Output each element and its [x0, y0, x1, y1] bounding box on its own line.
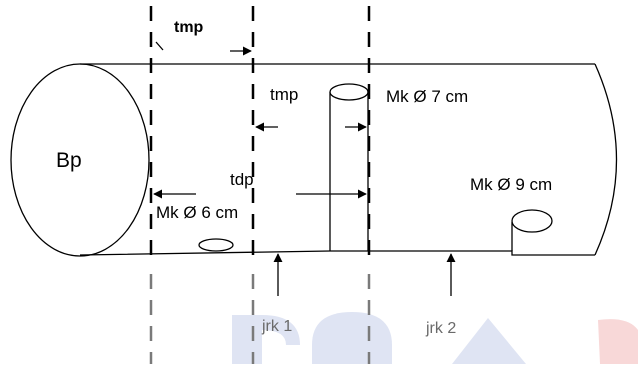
- mk6-ellipse: [198, 238, 234, 252]
- label-tmp-top: tmp: [174, 19, 204, 36]
- tmp-top-left-tick: [155, 41, 164, 51]
- watermark: [232, 312, 638, 364]
- pipe-body: [10, 63, 618, 257]
- riser-pipe: [329, 92, 369, 251]
- pipe-bottom-line: [79, 250, 595, 256]
- dashed-guides: [149, 6, 371, 364]
- label-tdp: tdp: [230, 170, 254, 189]
- dimension-arrows: [153, 41, 456, 296]
- label-jrk1: jrk 1: [261, 318, 292, 335]
- label-mk6: Mk Ø 6 cm: [156, 203, 238, 222]
- label-mk7: Mk Ø 7 cm: [386, 87, 468, 106]
- right-end-arc: [594, 63, 618, 256]
- labels: tmp tmp Bp tdp Mk Ø 6 cm Mk Ø 7 cm Mk Ø …: [56, 19, 552, 337]
- label-jrk2: jrk 2: [425, 320, 456, 337]
- label-mk9: Mk Ø 9 cm: [470, 175, 552, 194]
- label-bp: Bp: [56, 149, 82, 172]
- mk9-ellipse: [511, 209, 553, 233]
- label-tmp-mid: tmp: [270, 85, 298, 104]
- riser-top-ellipse: [329, 83, 369, 101]
- left-end-ellipse: [10, 63, 150, 257]
